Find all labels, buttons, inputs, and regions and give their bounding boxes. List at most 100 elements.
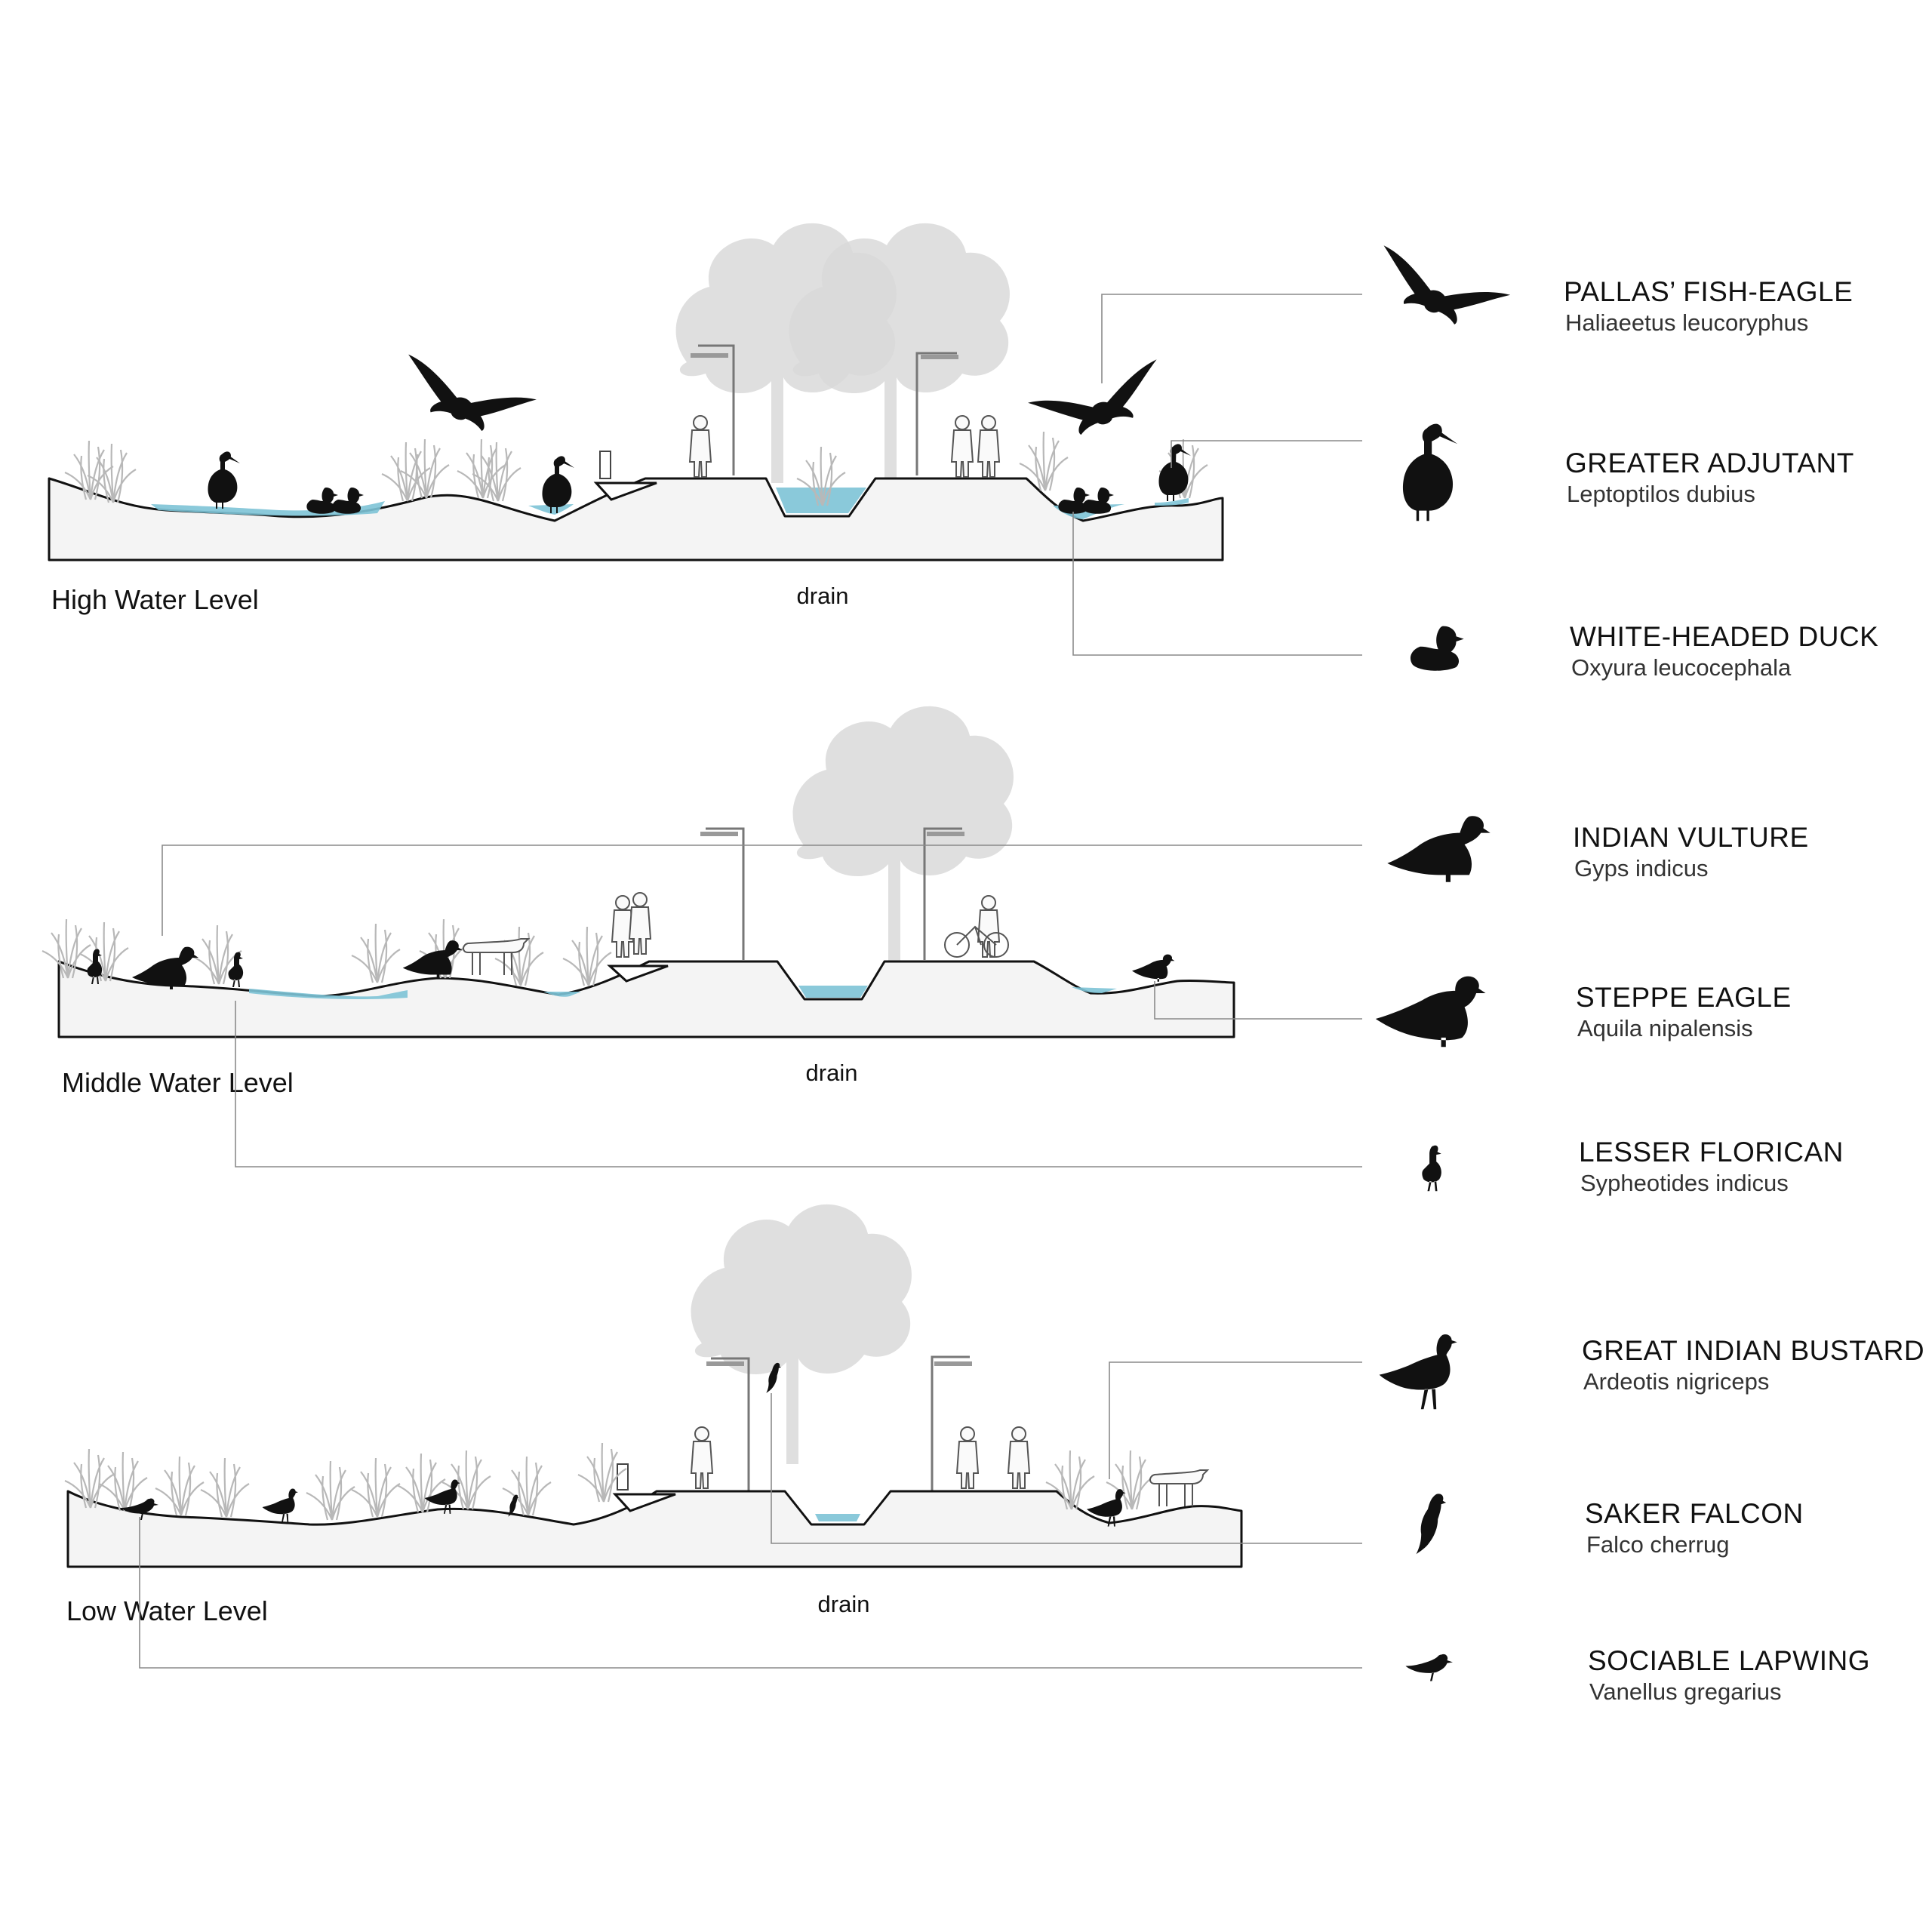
legend-scientific: Haliaeetus leucoryphus <box>1565 309 1808 336</box>
section-title: High Water Level <box>51 584 259 615</box>
legend-item: STEPPE EAGLE Aquila nipalensis <box>1375 976 1791 1048</box>
legend-item: GREAT INDIAN BUSTARD Ardeotis nigriceps <box>1379 1334 1924 1410</box>
eagle-flying-icon <box>1027 359 1172 448</box>
legend-item: SOCIABLE LAPWING Vanellus gregarius <box>1405 1645 1870 1705</box>
leader-line <box>1171 440 1362 468</box>
grass-tuft <box>561 925 613 987</box>
leader-line <box>771 1393 1362 1544</box>
person-figure <box>951 415 974 478</box>
legend-item: PALLAS’ FISH-EAGLE Haliaeetus leucoryphu… <box>1366 244 1853 340</box>
leader-line <box>1154 981 1362 1020</box>
legend-scientific: Aquila nipalensis <box>1577 1015 1753 1041</box>
section-middle-water: Middle Water Level drain <box>41 706 1235 1098</box>
ground-profile-low <box>66 1490 1243 1568</box>
leader-line <box>235 1001 1362 1168</box>
street-light-pole <box>706 827 745 960</box>
legend-name: GREATER ADJUTANT <box>1565 448 1854 478</box>
drain-label: drain <box>806 1060 858 1086</box>
falcon-icon <box>1416 1494 1447 1555</box>
bicycle-illustration <box>944 925 1009 958</box>
person-figure <box>977 895 1000 958</box>
section-high-water: High Water Level drain <box>48 223 1224 615</box>
water-drain <box>815 1514 860 1521</box>
person-figure <box>689 415 712 478</box>
eagle-flying-icon <box>1366 244 1511 340</box>
bustard-icon <box>262 1488 298 1523</box>
leader-lines <box>139 294 1362 1669</box>
viewing-deck <box>612 1493 676 1512</box>
viewing-deck <box>593 481 657 501</box>
street-light-pole <box>711 1357 750 1491</box>
street-light-pole <box>915 352 957 475</box>
section-title: Low Water Level <box>66 1595 268 1626</box>
legend-item: SAKER FALCON Falco cherrug <box>1416 1494 1804 1558</box>
eagle-perched-icon <box>1375 976 1486 1048</box>
species-legend: PALLAS’ FISH-EAGLE Haliaeetus leucoryphu… <box>1366 244 1924 1705</box>
tree-illustration <box>691 1204 912 1464</box>
person-figure <box>977 415 1000 478</box>
cow-illustration <box>463 938 531 975</box>
grass-tuft <box>154 1455 205 1517</box>
leader-line <box>1109 1361 1362 1479</box>
eagle-flying-icon <box>392 352 537 445</box>
street-light-head <box>706 1361 744 1366</box>
legend-item: LESSER FLORICAN Sypheotides indicus <box>1422 1137 1844 1196</box>
florican-icon <box>228 952 244 987</box>
grass-tuft <box>350 922 401 984</box>
duck-icon <box>1082 488 1114 514</box>
legend-name: SOCIABLE LAPWING <box>1588 1645 1870 1676</box>
legend-name: LESSER FLORICAN <box>1579 1137 1844 1168</box>
legend-name: SAKER FALCON <box>1585 1498 1804 1529</box>
person-figure <box>1008 1426 1030 1489</box>
section-title: Middle Water Level <box>62 1067 294 1098</box>
grass-tuft <box>494 925 545 987</box>
legend-scientific: Leptoptilos dubius <box>1567 481 1755 507</box>
street-light-head <box>921 355 958 359</box>
viewing-deck <box>607 964 669 983</box>
grass-tuft <box>305 1460 356 1521</box>
vulture-icon <box>1387 816 1491 882</box>
legend-item: INDIAN VULTURE Gyps indicus <box>1387 816 1809 882</box>
legend-name: PALLAS’ FISH-EAGLE <box>1564 276 1853 307</box>
stork-icon <box>208 451 240 509</box>
grass-tuft <box>97 1451 149 1512</box>
leader-line <box>139 1517 1362 1669</box>
legend-name: GREAT INDIAN BUSTARD <box>1582 1335 1924 1366</box>
section-low-water: Low Water Level drain <box>63 1204 1243 1626</box>
street-light-pole <box>931 1355 970 1491</box>
drain-label: drain <box>818 1591 870 1617</box>
leader-line <box>162 844 1362 936</box>
grass-tuft <box>456 438 507 500</box>
drain-label: drain <box>797 583 849 609</box>
water-pond <box>1072 987 1117 993</box>
legend-scientific: Vanellus gregarius <box>1589 1678 1781 1705</box>
bench <box>599 451 611 479</box>
water-pond <box>1155 498 1189 506</box>
legend-scientific: Falco cherrug <box>1586 1531 1730 1558</box>
duck-icon <box>1410 626 1464 671</box>
leader-line <box>1072 512 1362 656</box>
legend-name: WHITE-HEADED DUCK <box>1570 621 1878 652</box>
legend-item: GREATER ADJUTANT Leptoptilos dubius <box>1402 423 1854 521</box>
grass-tuft <box>399 438 451 500</box>
legend-scientific: Gyps indicus <box>1574 855 1708 881</box>
bustard-icon <box>1379 1334 1457 1410</box>
grass-tuft <box>199 1457 251 1518</box>
water-pond <box>249 989 408 999</box>
person-figure <box>629 892 651 955</box>
leader-line <box>1101 294 1362 383</box>
stork-icon <box>1402 423 1458 521</box>
legend-name: INDIAN VULTURE <box>1573 822 1809 853</box>
cow-illustration <box>1149 1469 1210 1506</box>
legend-scientific: Ardeotis nigriceps <box>1583 1368 1769 1395</box>
duck-icon <box>332 488 364 514</box>
florican-icon <box>1422 1145 1441 1192</box>
legend-scientific: Sypheotides indicus <box>1580 1170 1789 1196</box>
bench <box>617 1463 629 1491</box>
street-light-pole <box>698 344 735 475</box>
water-pond <box>543 992 581 997</box>
person-figure <box>956 1426 979 1489</box>
street-light-pole <box>923 827 962 960</box>
legend-item: WHITE-HEADED DUCK Oxyura leucocephala <box>1410 621 1878 681</box>
